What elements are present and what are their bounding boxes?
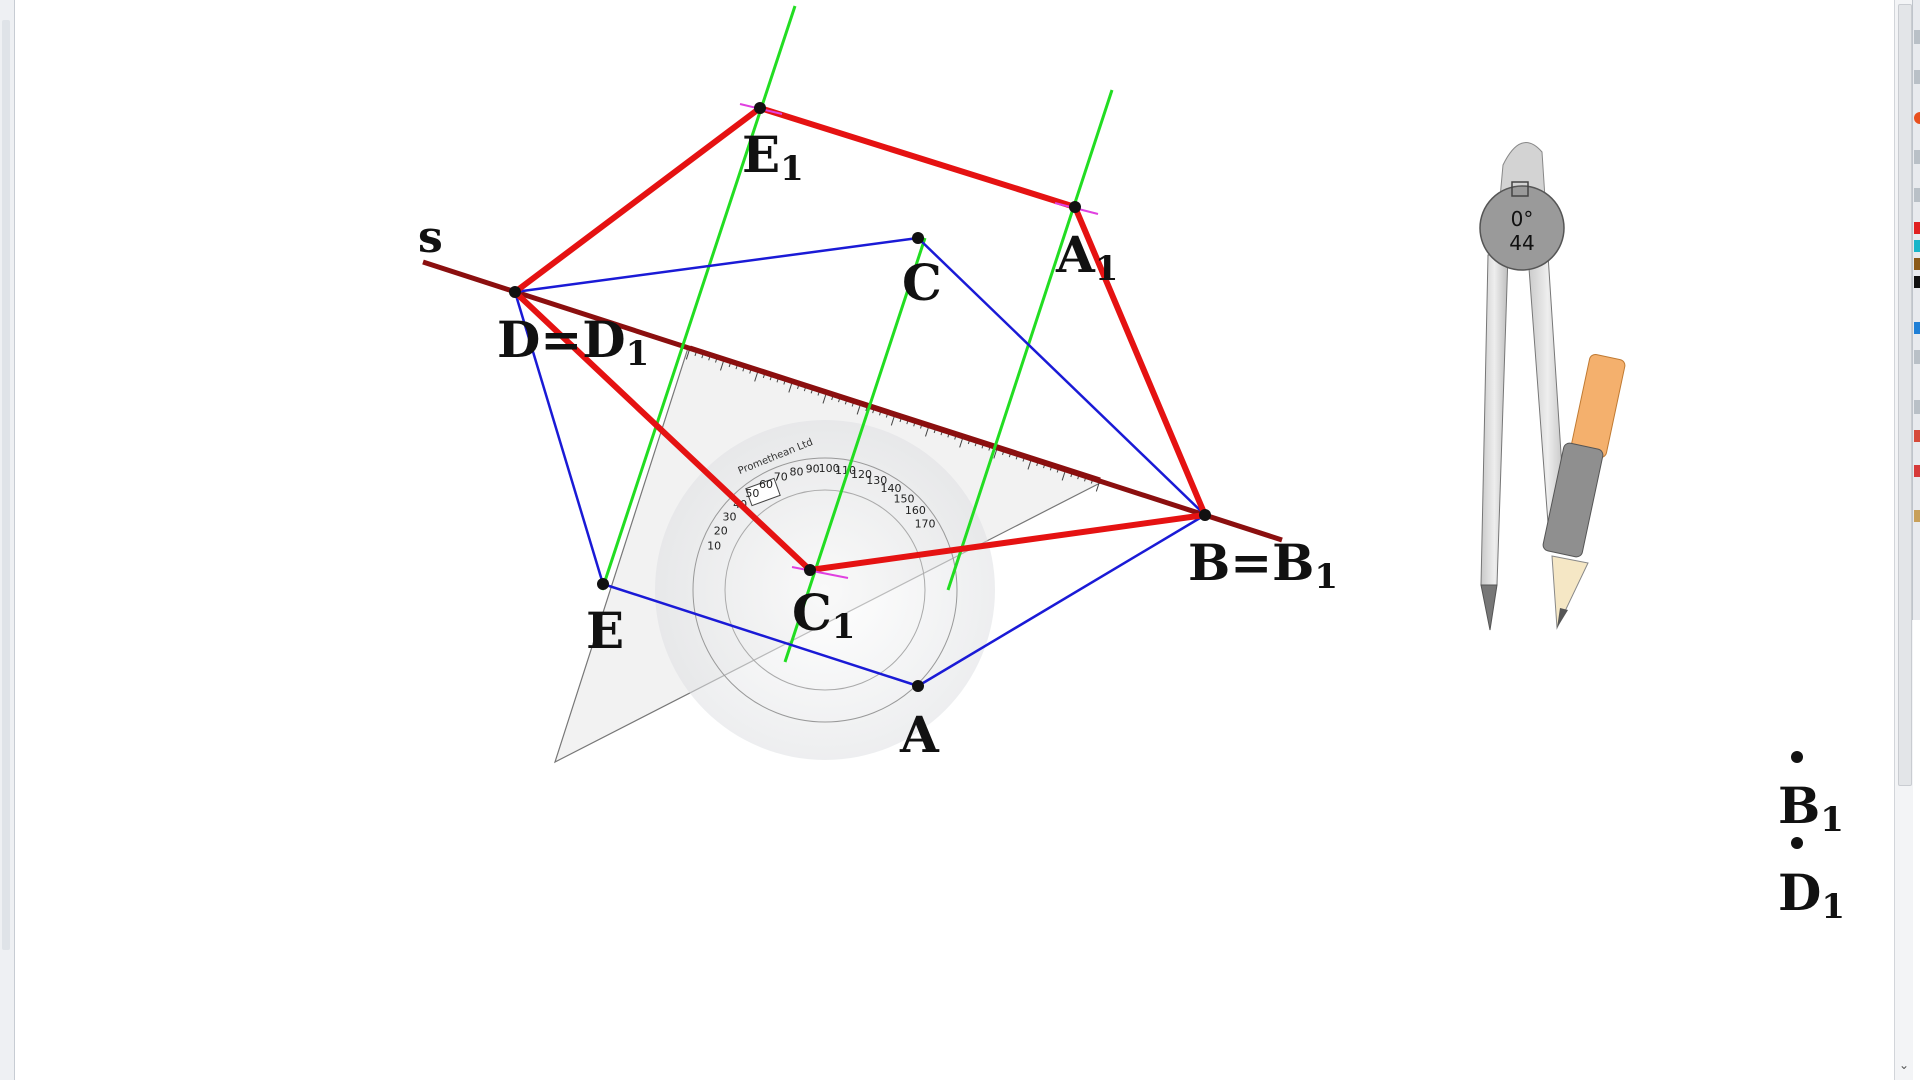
protractor-scale-label: 120 xyxy=(851,468,872,481)
label-a1: A1 xyxy=(1055,225,1118,289)
protractor-scale-label: 140 xyxy=(880,482,901,495)
fill-tool-icon[interactable] xyxy=(1914,465,1920,477)
point-a xyxy=(912,680,924,692)
label-e: E xyxy=(586,601,624,660)
scroll-down-icon[interactable]: ⌄ xyxy=(1898,1058,1910,1072)
point-e xyxy=(597,578,609,590)
color-swatch-cyan[interactable] xyxy=(1914,240,1920,252)
side-point-b1 xyxy=(1791,751,1803,763)
side-label-b1: B1 xyxy=(1778,776,1844,840)
color-swatch-red[interactable] xyxy=(1914,222,1920,234)
point-a1 xyxy=(1069,201,1081,213)
color-swatch-brown[interactable] xyxy=(1914,258,1920,270)
protractor-scale-label: 130 xyxy=(866,474,887,487)
axis-s-label: s xyxy=(418,212,443,263)
protractor-scale-label: 60 xyxy=(759,478,773,491)
label-d: D=D1 xyxy=(497,310,649,374)
orange-circle-icon[interactable] xyxy=(1914,112,1920,124)
lock-icon[interactable] xyxy=(1914,510,1920,522)
protractor-scale-label: 70 xyxy=(774,471,788,484)
eraser-icon[interactable] xyxy=(1914,400,1920,414)
label-e1: E1 xyxy=(742,125,804,189)
original-polygon[interactable] xyxy=(513,236,1206,688)
vertical-scrollbar[interactable]: ⌄ xyxy=(1894,0,1913,1080)
protractor-scale-label: 160 xyxy=(905,504,926,517)
protractor-scale-label: 90 xyxy=(806,463,820,476)
left-panel-strip xyxy=(0,0,15,1080)
point-e1 xyxy=(754,102,766,114)
point-c xyxy=(912,232,924,244)
point-d xyxy=(509,286,521,298)
axis-line-s[interactable] xyxy=(422,259,1283,543)
undo-icon[interactable] xyxy=(1914,188,1920,202)
compass-tool[interactable]: 0° 44 xyxy=(1479,142,1626,631)
shape-tool-icon[interactable] xyxy=(1914,350,1920,364)
protractor-scale-label: 10 xyxy=(707,540,721,553)
protractor-scale-label: 150 xyxy=(893,492,914,505)
point-b xyxy=(1199,509,1211,521)
image-polygon[interactable] xyxy=(512,105,1208,573)
color-swatch-blue[interactable] xyxy=(1914,322,1920,334)
protractor-scale-label: 20 xyxy=(714,525,728,538)
protractor-scale-label: 80 xyxy=(789,466,803,479)
pen-tool-icon[interactable] xyxy=(1914,30,1920,44)
compass-radius: 44 xyxy=(1509,231,1534,255)
scrollbar-thumb[interactable] xyxy=(1898,4,1912,786)
label-b: B=B1 xyxy=(1188,533,1338,597)
highlighter-icon[interactable] xyxy=(1914,430,1920,442)
protractor-scale-label: 170 xyxy=(915,517,936,530)
page-tool-icon[interactable] xyxy=(1914,70,1920,84)
compass-angle: 0° xyxy=(1511,207,1534,231)
color-swatch-black[interactable] xyxy=(1914,276,1920,288)
protractor-scale-label: 100 xyxy=(819,462,840,475)
label-c1: C1 xyxy=(792,583,855,647)
select-tool-icon[interactable] xyxy=(1914,150,1920,164)
label-c: C xyxy=(902,253,942,312)
side-point-d1 xyxy=(1791,837,1803,849)
label-a: A xyxy=(899,705,940,764)
protractor-scale-label: 50 xyxy=(745,487,759,500)
side-label-d1: D1 xyxy=(1778,863,1845,927)
protractor-scale-label: 30 xyxy=(723,511,737,524)
construction-points[interactable] xyxy=(509,102,1803,849)
tool-palette[interactable] xyxy=(1912,0,1920,620)
point-c1 xyxy=(804,564,816,576)
